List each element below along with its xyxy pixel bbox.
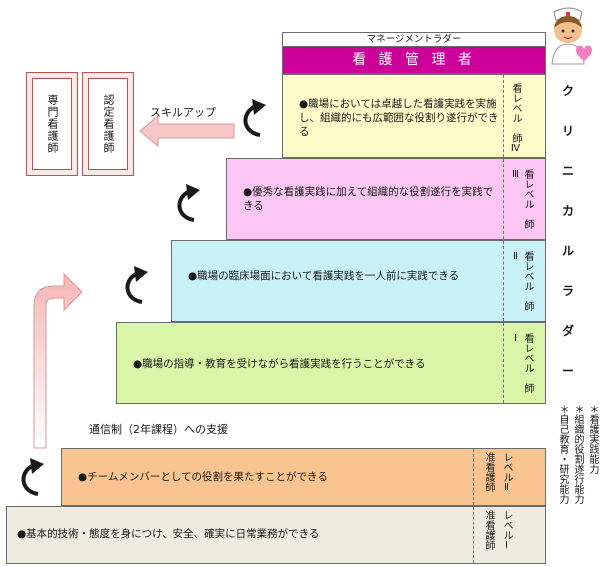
abilities-list: ＊看護実践能力 ＊組織的役割遂行能力 ＊自己教育・研究能力 <box>553 404 599 556</box>
manager-ladder-label: マネージメントラダー <box>366 34 462 45</box>
clinical-ladder-char: ニ <box>561 164 574 178</box>
clinical-ladder-char: ダ <box>561 324 574 338</box>
junior-level-ii-label-level: レベルⅡ <box>501 452 512 493</box>
clinical-ladder-char: ラ <box>561 284 574 298</box>
correspondence-up-arrow <box>33 272 83 449</box>
nurse-manager-banner: 看 護 管 理 者 <box>282 46 546 74</box>
junior-level-i-step: ●基本的技術・態度を身につけ、安全、確実に日常業務ができる 准看護師 レベルⅠ <box>6 506 546 564</box>
clinical-ladder-char: ル <box>561 244 574 258</box>
skill-up-label: スキルアップ <box>150 106 216 119</box>
curve-arrow-icon <box>21 458 44 496</box>
junior-level-ii-step: ●チームメンバーとしての役割を果たすことができる 准看護師 レベルⅡ <box>61 448 546 506</box>
level-iv-step: ●職場においては卓越した看護実践を実施し、組織的にも広範囲な役割り遂行ができる … <box>282 74 546 158</box>
level-iii-description: ●優秀な看護実践に加えて組織的な役割遂行を実践できる <box>243 186 494 212</box>
nurse-manager-label: 看 護 管 理 者 <box>352 52 476 68</box>
specialist-nurse-box: 専門看護師 <box>26 72 78 176</box>
manager-ladder-box: マネージメントラダー <box>282 32 546 46</box>
clinical-ladder-char: カ <box>561 204 574 218</box>
level-iii-divider <box>503 159 504 239</box>
junior-level-ii-label-nurse: 准看護師 <box>483 452 494 492</box>
junior-level-i-label-nurse: 准看護師 <box>483 510 494 550</box>
junior-level-i-label-level: レベルⅠ <box>501 510 512 551</box>
curve-arrow-icon <box>243 99 266 137</box>
level-iii-label: 看レベル 師Ⅲ <box>510 169 533 229</box>
level-i-label: 看レベル 師Ⅰ <box>510 333 533 393</box>
level-ii-label: 看レベル 師Ⅱ <box>510 251 533 311</box>
level-ii-divider <box>503 241 504 321</box>
junior-level-ii-description: ●チームメンバーとしての役割を果たすことができる <box>78 471 328 483</box>
specialist-nurse-label: 専門看護師 <box>32 78 72 170</box>
clinical-ladder-title: ク リ ニ カ ル ラ ダ ー <box>558 82 578 402</box>
level-i-description: ●職場の指導・教育を受けながら看護実践を行うことができる <box>133 358 426 370</box>
curve-arrow-icon <box>125 266 148 304</box>
level-ii-step: ●職場の臨床場面において看護実践を一人前に実践できる 看レベル 師Ⅱ <box>171 240 546 322</box>
level-iii-step: ●優秀な看護実践に加えて組織的な役割遂行を実践できる 看レベル 師Ⅲ <box>226 158 546 240</box>
ability-item-organizational-role: ＊組織的役割遂行能力 <box>572 404 583 504</box>
nurse-mascot-icon <box>551 7 592 65</box>
clinical-ladder-char: ー <box>561 364 574 378</box>
junior-level-ii-divider <box>473 449 474 505</box>
level-i-divider <box>503 323 504 403</box>
level-iv-label: 看レベル 師Ⅳ <box>510 83 521 154</box>
level-iv-divider <box>503 75 504 157</box>
certified-nurse-label: 認定看護師 <box>88 78 128 170</box>
ability-item-nursing-practice: ＊看護実践能力 <box>587 404 598 474</box>
level-iv-description: ●職場においては卓越した看護実践を実施し、組織的にも広範囲な役割り遂行ができる <box>299 98 499 138</box>
level-ii-description: ●職場の臨床場面において看護実践を一人前に実践できる <box>188 270 460 282</box>
correspondence-support-text: 通信制（2年課程）への支援 <box>89 423 228 436</box>
junior-level-i-description: ●基本的技術・態度を身につけ、安全、確実に日常業務ができる <box>17 528 320 540</box>
clinical-ladder-char: ク <box>561 84 574 98</box>
level-i-step: ●職場の指導・教育を受けながら看護実践を行うことができる 看レベル 師Ⅰ <box>116 322 546 404</box>
curve-arrow-icon <box>177 184 200 222</box>
junior-level-i-divider <box>473 507 474 563</box>
ability-item-self-education: ＊自己教育・研究能力 <box>557 404 568 504</box>
certified-nurse-box: 認定看護師 <box>82 72 134 176</box>
skill-up-arrow <box>139 114 235 148</box>
clinical-ladder-char: リ <box>561 124 574 138</box>
